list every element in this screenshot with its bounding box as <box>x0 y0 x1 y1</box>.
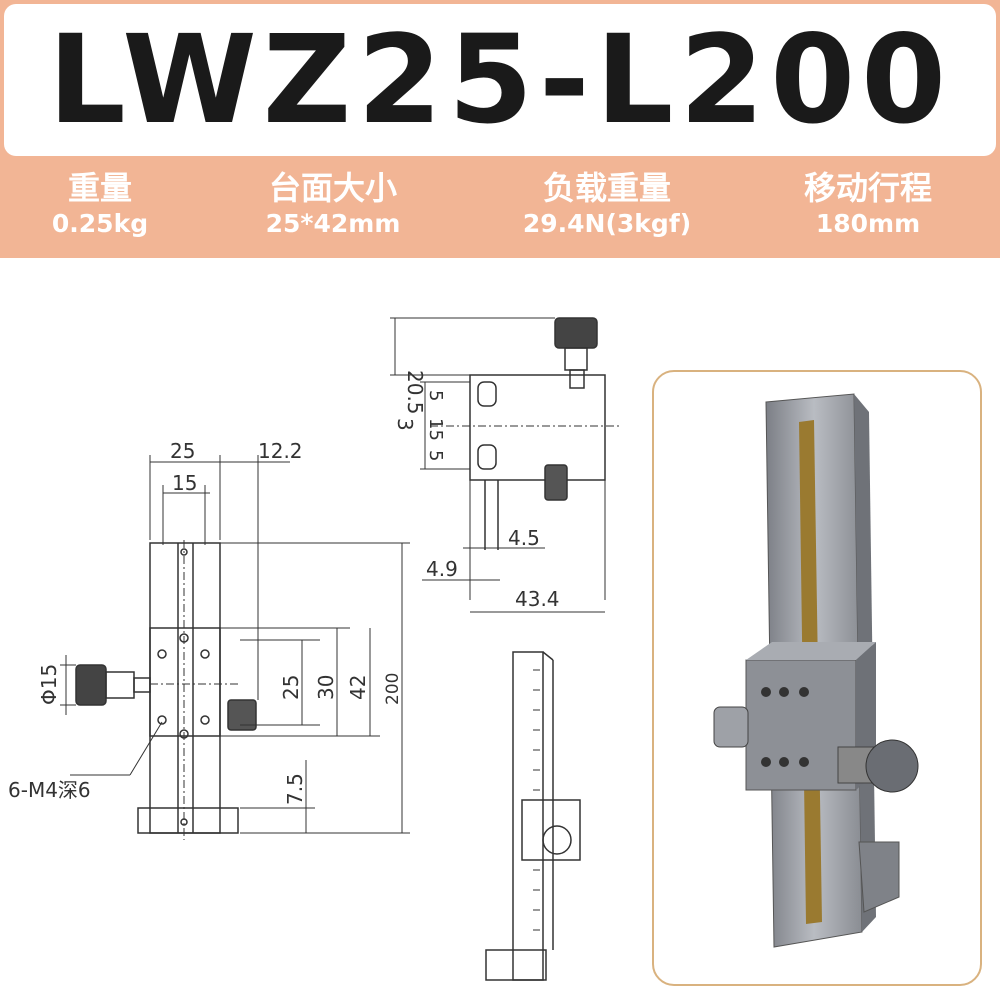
front-dim-15: 15 <box>172 471 197 495</box>
front-dim-25v: 25 <box>279 675 303 700</box>
product-title: LWZ25-L200 <box>47 9 953 151</box>
spec-weight-value: 0.25kg <box>51 209 149 238</box>
front-dim-30: 30 <box>314 675 338 700</box>
spec-table-size-label: 台面大小 <box>268 169 397 207</box>
side-body <box>469 374 606 481</box>
side-dim-4-5: 4.5 <box>508 526 540 550</box>
side-dim-20-5: 20.5 <box>403 370 427 415</box>
side-dim-3: 3 <box>393 418 417 431</box>
side-dim-43-4: 43.4 <box>515 587 560 611</box>
hole-note: 6-M4深6 <box>8 778 91 802</box>
spec-load: 负载重量 29.4N(3kgf) <box>482 168 732 240</box>
side-dim-15: 15 <box>425 418 446 441</box>
spec-travel-label: 移动行程 <box>803 169 932 207</box>
side-dim-5a: 5 <box>425 390 446 401</box>
spec-weight: 重量 0.25kg <box>0 168 225 240</box>
front-rail <box>149 542 221 834</box>
side-dim-4-9: 4.9 <box>426 557 458 581</box>
product-photo-frame <box>652 370 982 986</box>
front-dim-25: 25 <box>170 439 195 463</box>
spec-weight-label: 重量 <box>67 169 132 207</box>
front-dim-7-5: 7.5 <box>283 773 307 805</box>
front-dim-200: 200 <box>383 673 403 705</box>
spec-table-size: 台面大小 25*42mm <box>208 168 458 240</box>
side-dim-5b: 5 <box>425 450 446 461</box>
front-dim-phi15: Φ15 <box>37 664 61 705</box>
product-photo <box>713 393 919 948</box>
side-view <box>390 317 620 613</box>
scale-view <box>485 651 581 981</box>
spec-travel: 移动行程 180mm <box>743 168 993 240</box>
technical-drawing: 25 12.2 15 Φ15 25 30 42 200 7.5 6-M4深6 <box>8 317 620 981</box>
title-box <box>4 4 996 156</box>
spec-table-size-value: 25*42mm <box>265 209 401 238</box>
spec-load-value: 29.4N(3kgf) <box>522 209 692 238</box>
spec-load-label: 负载重量 <box>542 169 671 207</box>
spec-travel-value: 180mm <box>815 209 921 238</box>
front-dim-12-2: 12.2 <box>258 439 303 463</box>
front-view <box>60 455 410 840</box>
front-dim-42: 42 <box>346 675 370 700</box>
